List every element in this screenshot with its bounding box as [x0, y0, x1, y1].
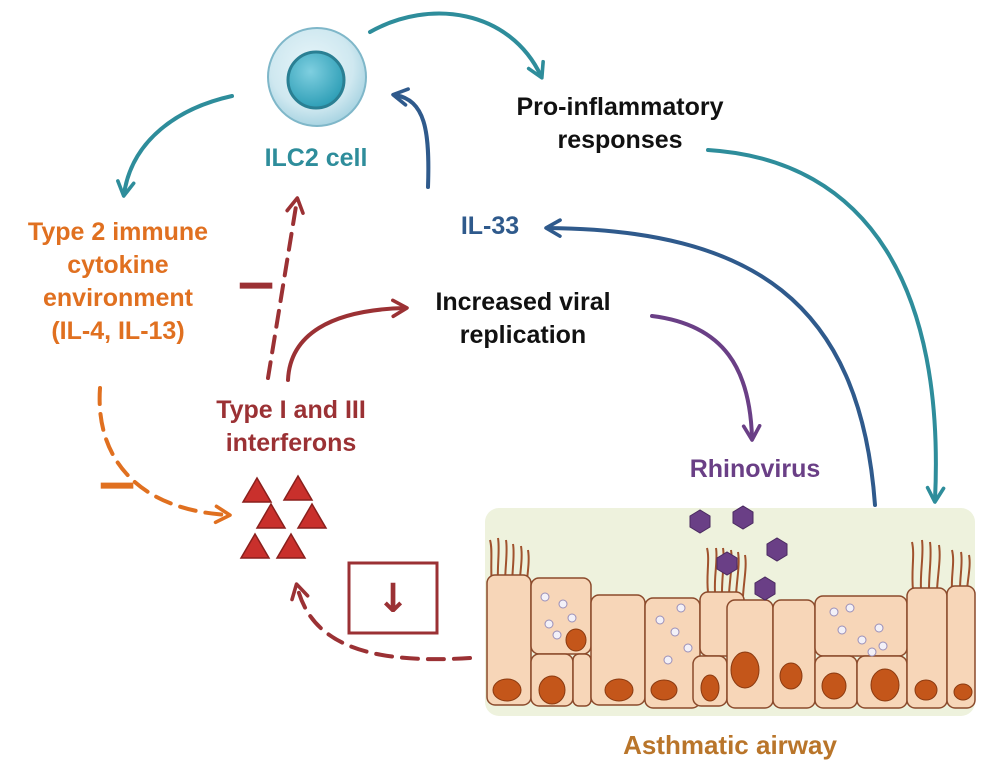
arrow-airway-to-il33: [544, 218, 877, 507]
arrow-type2-to-interferons: [97, 386, 232, 525]
inhibition-symbol-type2: −: [95, 455, 139, 515]
rhinovirus-hexagon-icon: [689, 505, 788, 601]
inhibition-symbol-interferon: −: [234, 255, 278, 315]
arrow-pro-inflammatory-to-airway: [706, 148, 946, 504]
rhinovirus-label: Rhinovirus: [689, 455, 821, 483]
type2-environment-label: Type 2 immune cytokine environment (IL-4…: [27, 218, 209, 345]
decrease-arrow-icon: ↓: [376, 576, 410, 622]
pro-inflammatory-label: Pro-inflammatory responses: [516, 93, 724, 154]
asthmatic-airway-label: Asthmatic airway: [623, 730, 837, 760]
il33-label: IL-33: [460, 212, 520, 240]
arrow-interferons-to-viral-replication: [286, 298, 409, 382]
interferon-triangles-icon: [239, 474, 328, 559]
arrow-airway-to-interferons: [290, 582, 472, 662]
interferons-label: Type I and III interferons: [216, 396, 366, 457]
arrow-interferons-to-ilc2: [266, 196, 305, 380]
arrow-viral-replication-to-rhinovirus: [650, 314, 762, 442]
arrow-ilc2-to-type2: [116, 94, 234, 198]
ilc2-cell-icon: [267, 27, 367, 127]
viral-replication-label: Increased viral replication: [435, 288, 611, 349]
cell-nuclei: [492, 628, 973, 705]
ilc2-cell-label: ILC2 cell: [264, 144, 368, 172]
decrease-indicator: ↓: [347, 561, 439, 635]
cell-vesicles: [540, 592, 888, 665]
airway-epithelium-illustration: [485, 505, 976, 716]
arrow-ilc2-to-pro-inflammatory: [368, 11, 545, 80]
arrow-il33-to-ilc2: [391, 87, 431, 189]
